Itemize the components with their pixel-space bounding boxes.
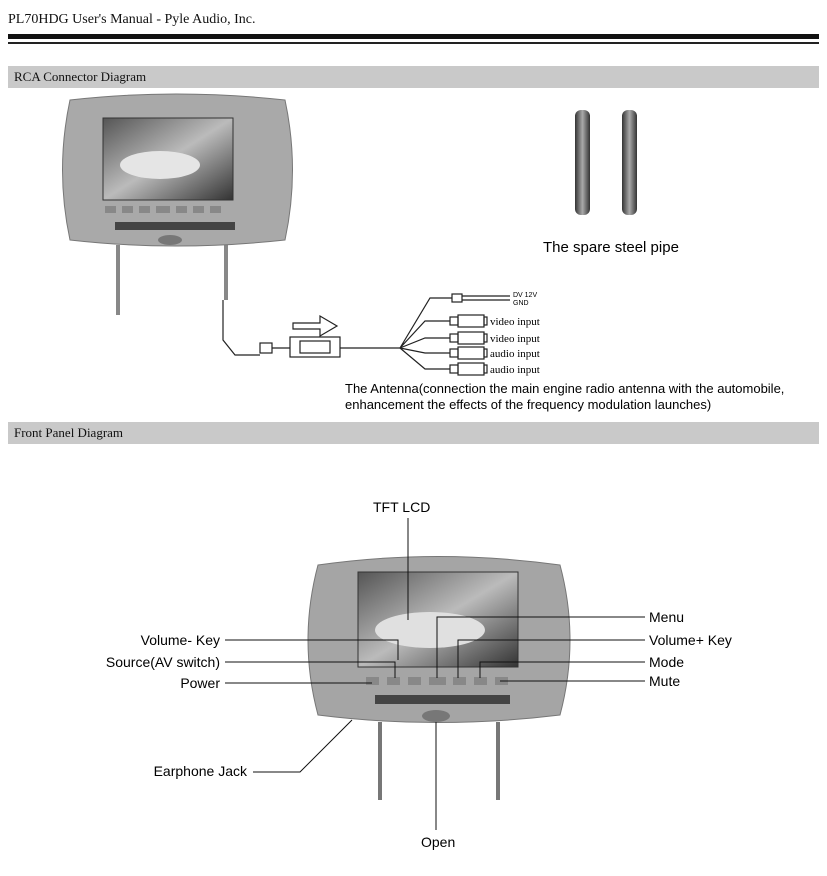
callout-lines [225, 518, 645, 830]
label-open: Open [421, 834, 455, 850]
label-volume-up: Volume+ Key [649, 632, 732, 648]
headrest-image-front [307, 556, 571, 800]
label-power: Power [180, 675, 220, 691]
label-source: Source(AV switch) [106, 654, 220, 670]
label-volume-down: Volume- Key [141, 632, 220, 648]
antenna-note-line1: The Antenna(connection the main engine r… [345, 381, 784, 396]
label-earphone-jack: Earphone Jack [154, 763, 248, 779]
power-label-12v: DV 12V [513, 292, 537, 299]
input-label: video input [490, 316, 540, 328]
pipe-caption: The spare steel pipe [543, 239, 679, 256]
antenna-note-line2: enhancement the effects of the frequency… [345, 397, 711, 412]
label-mode: Mode [649, 654, 684, 670]
label-mute: Mute [649, 673, 680, 689]
rca-cable-diagram [222, 293, 510, 376]
header-rule-thin [8, 42, 819, 44]
power-label-gnd: GND [513, 300, 529, 307]
label-tft-lcd: TFT LCD [373, 499, 430, 515]
headrest-image-top [62, 93, 293, 315]
steel-pipes-image [575, 110, 637, 215]
input-label: audio input [490, 364, 540, 376]
label-menu: Menu [649, 609, 684, 625]
section-title-rca: RCA Connector Diagram [8, 66, 819, 88]
input-label: audio input [490, 348, 540, 360]
page-header: PL70HDG User's Manual - Pyle Audio, Inc. [8, 12, 256, 27]
section-title-front-panel: Front Panel Diagram [8, 422, 819, 444]
header-rule-thick [8, 34, 819, 39]
input-label: video input [490, 333, 540, 345]
